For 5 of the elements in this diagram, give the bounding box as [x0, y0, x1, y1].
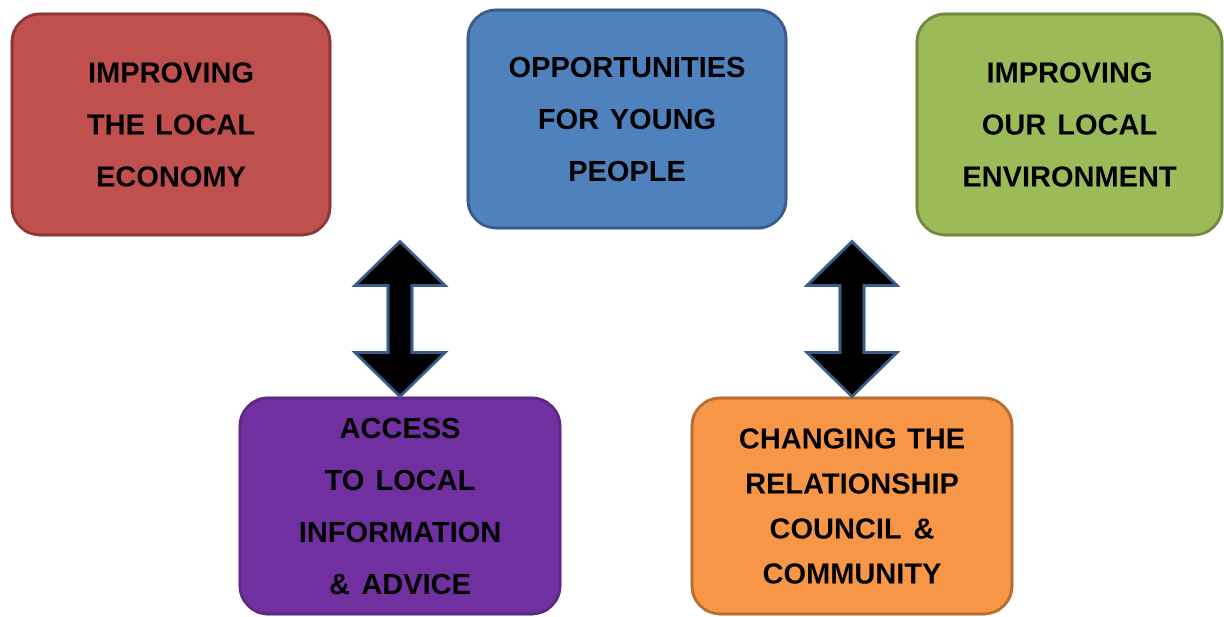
rounded-box: IMPROVING THE LOCAL ECONOMY — [10, 12, 332, 237]
rounded-box: CHANGING THE RELATIONSHIP COUNCIL & COMMUNITY — [690, 396, 1014, 616]
rounded-box: ACCESS TO LOCAL INFORMATION & ADVICE — [238, 396, 562, 616]
rounded-box: IMPROVING OUR LOCAL ENVIRONMENT — [915, 12, 1224, 237]
rounded-box: OPPORTUNITIES FOR YOUNG PEOPLE — [466, 8, 788, 230]
